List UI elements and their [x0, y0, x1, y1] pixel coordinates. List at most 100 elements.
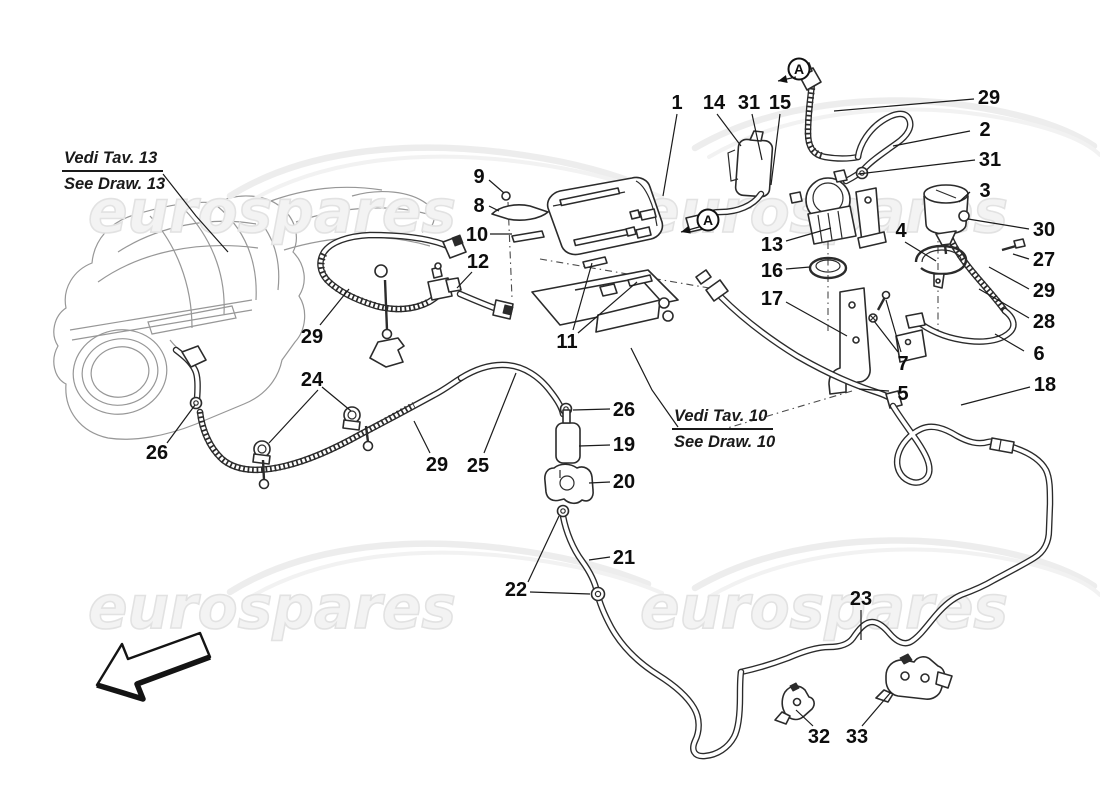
bracket-33: [875, 653, 953, 703]
callout-9-label: 9: [473, 166, 484, 188]
callout-14-label: 14: [703, 92, 726, 114]
bracket-tab: [895, 329, 927, 363]
callout-11-label: 11: [556, 331, 577, 353]
callout-leader: [321, 386, 352, 412]
callout-8-label: 8: [473, 195, 484, 217]
watermark-text: eurospares: [640, 573, 1008, 643]
hose-connector: [989, 437, 1015, 454]
callout-1-label: 1: [671, 92, 682, 114]
pump-13: [789, 169, 887, 249]
detail-marker-arrowhead: [778, 75, 788, 83]
cylinder-14: [727, 130, 774, 198]
ring-clamp-26: [189, 396, 203, 410]
callout-16-label: 16: [761, 260, 783, 282]
callout-24-label: 24: [301, 369, 324, 391]
ring-clamp-22: [556, 504, 570, 518]
callout-leader: [319, 288, 350, 326]
manifold-elbow: [181, 345, 207, 368]
callout-12-label: 12: [467, 251, 489, 273]
clamp-24: [252, 440, 271, 490]
canister-port: [635, 226, 652, 239]
callout-23-label: 23: [850, 588, 872, 610]
detail-marker-label: A: [703, 212, 713, 228]
callout-leader: [527, 515, 560, 583]
nut-9: [501, 191, 511, 201]
callout-leader: [588, 556, 611, 561]
watermark-swoosh: [691, 97, 1098, 152]
t-fitting-12: [427, 262, 462, 301]
callout-27-label: 27: [1033, 249, 1055, 271]
callout-leader: [577, 281, 638, 334]
filter-19: [555, 409, 581, 472]
callout-19-label: 19: [613, 434, 635, 456]
callout-leader: [904, 241, 937, 262]
callout-leader: [483, 372, 517, 454]
elbow-fitting-17: [705, 279, 729, 302]
ref-leader-tav10: [630, 347, 679, 428]
screws-7: [868, 290, 891, 323]
callout-leader: [795, 709, 814, 727]
strip-11: [582, 256, 608, 269]
screw-30: [958, 210, 970, 222]
callout-leader: [967, 218, 1030, 230]
callout-32-label: 32: [808, 726, 830, 748]
callout-6-label: 6: [1033, 343, 1044, 365]
callout-leader: [662, 113, 678, 197]
callout-5-label: 5: [897, 383, 908, 405]
callout-leader: [960, 386, 1031, 406]
ref-note-tav13: Vedi Tav. 13 See Draw. 13: [62, 148, 171, 195]
direction-arrow: [95, 631, 212, 702]
callout-28-label: 28: [1033, 311, 1055, 333]
watermark-layer: eurospareseurospareseurospareseurospares: [87, 97, 1100, 644]
detail-marker-circle: [787, 57, 811, 81]
clamp-24: [342, 406, 374, 452]
callout-leader: [858, 388, 890, 392]
canister-assembly: [491, 176, 679, 333]
watermark-swoosh: [226, 540, 652, 596]
callout-leader: [861, 691, 892, 727]
callout-20-label: 20: [613, 471, 635, 493]
callout-30-label: 30: [1033, 219, 1055, 241]
inline-fitting-18: [885, 390, 903, 409]
callout-18-label: 18: [1034, 374, 1056, 396]
watermark-text: eurospares: [88, 573, 456, 643]
callout-31-label: 31: [979, 149, 1001, 171]
clamp-32: [774, 682, 815, 725]
callout-leader: [572, 408, 611, 411]
callout-leader: [988, 266, 1030, 290]
ref-leader-tav13: [162, 173, 229, 253]
callout-leader: [785, 266, 811, 270]
callout-10-label: 10: [466, 224, 488, 246]
clamp-20: [544, 463, 594, 505]
detail-marker-circle: [696, 208, 720, 232]
callout-15-label: 15: [769, 92, 791, 114]
callout-26-label: 26: [146, 442, 168, 464]
hose-end-fitting: [905, 312, 926, 329]
callout-leader: [578, 444, 611, 447]
callout-3-label: 3: [979, 180, 990, 202]
hose-29-left-loop: [320, 235, 514, 368]
watermark-swoosh: [226, 144, 652, 200]
callout-leader: [413, 420, 431, 454]
callout-25-label: 25: [467, 455, 489, 477]
hose-mount-bracket: [369, 264, 405, 368]
callout-33-label: 33: [846, 726, 868, 748]
intake-manifold: [53, 186, 435, 440]
ref-note-line: See Draw. 10: [674, 433, 776, 451]
callout-leader: [268, 389, 319, 444]
callout-leader: [572, 262, 593, 331]
callout-31-label: 31: [738, 92, 760, 114]
ring-16: [808, 256, 848, 280]
callout-29-label: 29: [426, 454, 448, 476]
detail-marker-arrowhead: [681, 225, 691, 234]
callout-26-label: 26: [613, 399, 635, 421]
ref-note-line: See Draw. 13: [64, 175, 166, 193]
callout-leader: [785, 227, 832, 242]
callout-leader: [833, 98, 975, 112]
callout-22-label: 22: [505, 579, 527, 601]
strip-11: [627, 274, 653, 287]
callout-leader: [588, 481, 611, 484]
